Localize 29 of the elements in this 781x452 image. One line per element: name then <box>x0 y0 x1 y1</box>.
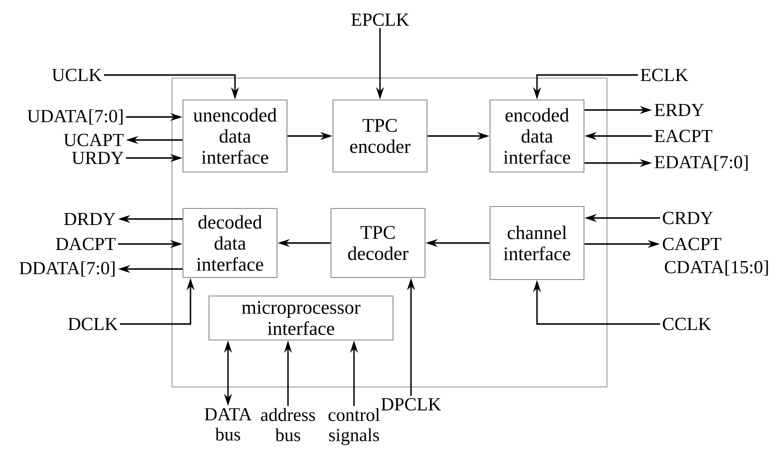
function-block: TPC decoder <box>330 208 426 278</box>
signal-label: EACPT <box>654 130 712 142</box>
signal-label: UDATA[7:0] <box>27 109 123 125</box>
signal-label: UCAPT <box>64 134 124 146</box>
signal-label: DATA bus <box>204 408 252 441</box>
function-block: channel interface <box>489 206 585 280</box>
signal-label: ECLK <box>640 68 688 82</box>
signal-label: DDATA[7:0] <box>20 261 115 277</box>
signal-label: EDATA[7:0] <box>654 155 748 171</box>
signal-label: EPCLK <box>351 14 410 26</box>
function-block: unencoded data interface <box>182 99 288 173</box>
signal-label: CCLK <box>662 318 712 330</box>
function-block: microprocessor interface <box>208 295 394 341</box>
function-block: decoded data interface <box>182 208 278 278</box>
signal-label: control signals <box>328 408 380 446</box>
signal-label: DCLK <box>68 318 118 330</box>
signal-label: CRDY <box>662 212 713 224</box>
block-outline <box>172 78 608 388</box>
signal-label: UCLK <box>52 68 102 82</box>
signal-label: address bus <box>261 408 315 442</box>
signal-label: DRDY <box>64 212 116 226</box>
signal-label: DPCLK <box>381 398 442 410</box>
signal-label: CACPT <box>662 238 722 250</box>
signal-label: URDY <box>72 152 124 164</box>
signal-label: ERDY <box>654 104 704 116</box>
signal-label: CDATA[15:0] <box>664 260 768 276</box>
function-block: TPC encoder <box>332 99 428 173</box>
signal-label: DACPT <box>56 238 116 250</box>
function-block: encoded data interface <box>489 99 585 173</box>
